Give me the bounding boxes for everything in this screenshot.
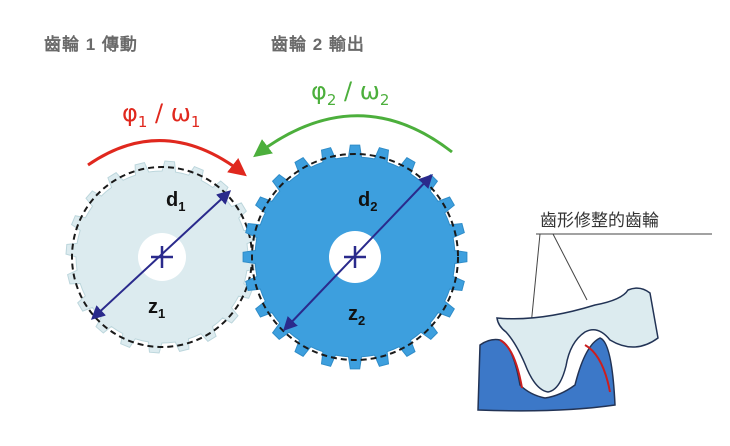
tooth-modified-flank-right [584,344,611,393]
gear-2-center-cross [344,246,366,268]
tooth-profile-detail [477,287,659,412]
gear-2 [242,144,468,370]
upper-gear-tooth [496,287,659,393]
gear-1-teeth-label: z1 [148,296,165,321]
gear-2-diameter-label: d2 [358,189,377,214]
tooth-modified-flank-left [499,339,523,389]
gear-1-rotation-arrow [87,139,247,177]
gear-2-diameter-line [283,173,433,332]
gear-2-angle-label: φ2 / ω2 [311,77,389,109]
gear-2-pitch-circle [251,153,459,361]
gear-2-teeth-label: z2 [348,303,365,328]
gear-1 [65,160,259,354]
gear-1-angle-label: φ1 / ω1 [122,99,200,131]
callout-label: 齒形修整的齒輪 [540,211,659,230]
callout-leader-line-1 [552,233,588,301]
gear-1-title: 齒輪 1 傳動 [44,35,138,54]
gear-1-center-cross [151,246,173,268]
gear-2-title: 齒輪 2 輸出 [271,35,365,54]
gear-1-diameter-label: d1 [166,189,185,214]
gear-2-rotation-arrow [253,114,453,158]
